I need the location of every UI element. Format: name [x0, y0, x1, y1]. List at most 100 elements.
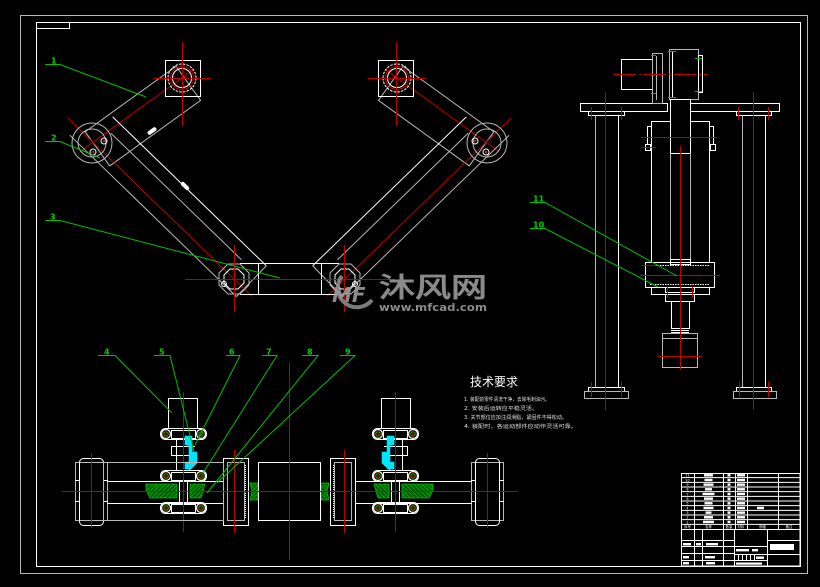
- parts-list-item-name: [702, 492, 715, 496]
- upper-link-centerline: [80, 68, 195, 152]
- column-bolt-centerlines: [591, 107, 769, 397]
- signature-grid: [681, 529, 734, 566]
- parts-list-item-material: [737, 511, 745, 514]
- watermark-logo: MF: [332, 274, 374, 310]
- parts-list-item-number: 7: [686, 492, 688, 496]
- balloon-label: 1: [51, 57, 57, 66]
- drawing-name-text: [770, 544, 794, 550]
- parts-list-item-material: [737, 506, 745, 510]
- signature-text: [683, 543, 691, 546]
- lower-link-end-cap: [236, 265, 267, 297]
- elbow-outer: [71, 122, 113, 164]
- lower-link-centerline: [67, 117, 253, 297]
- parts-list-item-material: [737, 492, 745, 496]
- bolt-icon: [195, 470, 207, 482]
- parts-list-item-name: [704, 478, 713, 482]
- parts-list-item-name: [704, 516, 713, 519]
- parts-list-item-material: [737, 497, 745, 500]
- bolt-icon: [160, 470, 172, 482]
- leader-line: [530, 228, 659, 288]
- top-view: [67, 41, 520, 313]
- balloon-11: 11: [530, 195, 678, 277]
- balloon-5: 5: [154, 348, 195, 453]
- lift-rod: [670, 153, 691, 262]
- leader-line: [98, 355, 173, 414]
- logo-swoosh-icon: [335, 274, 374, 310]
- leader-line: [45, 64, 147, 98]
- parts-list-item-number: 3: [686, 511, 688, 515]
- parts-list-item-qty: [727, 497, 731, 500]
- side-view: [580, 49, 780, 410]
- scale-text: [736, 549, 749, 552]
- signature-text: [706, 543, 718, 546]
- column-base-plate-left: [584, 391, 629, 399]
- balloon-1: 1: [45, 57, 147, 98]
- bolt-icon: [160, 502, 172, 514]
- cylinder-bracket-right: [709, 126, 714, 145]
- connecting-bar-outline: [240, 263, 339, 295]
- parts-list-item-qty: [727, 506, 731, 510]
- balloon-label: 11: [533, 195, 545, 204]
- tech-requirement-item: 2. 安装后运转应平稳灵活。: [464, 405, 538, 412]
- lower-link: [67, 116, 267, 298]
- gearbox-cover: [698, 55, 703, 93]
- lift-shaft: [670, 99, 691, 154]
- top-plate-left: [580, 103, 668, 112]
- parts-list-item-name: [704, 474, 713, 477]
- leader-line: [45, 141, 101, 159]
- parts-list-item-qty: [727, 488, 731, 491]
- signature-text: [683, 556, 689, 559]
- front-section-view: [62, 362, 518, 560]
- parts-list-item-material: [737, 516, 745, 519]
- parts-list-item-material: [737, 478, 745, 482]
- parts-list-header-cell: 序号: [684, 524, 691, 529]
- upper-link-body: [84, 65, 202, 167]
- parts-list-item-number: 4: [686, 506, 688, 510]
- parts-list-item-name: [704, 497, 713, 500]
- front-view-right-half: [289, 392, 504, 533]
- signature-text: [705, 556, 715, 559]
- parts-list-item-number: 2: [686, 516, 688, 520]
- logo-text: MF: [332, 283, 366, 307]
- parts-list-item-qty: [727, 520, 731, 524]
- lower-link-left-edge: [69, 134, 237, 298]
- parts-list-item-name: [705, 488, 712, 491]
- wrist-pivot-bolt: [221, 281, 227, 287]
- parts-list-item-qty: [727, 502, 731, 505]
- lift-cylinder-body: [651, 121, 710, 262]
- upper-link: [80, 65, 202, 167]
- leader-line: [216, 355, 357, 484]
- parts-list-item-name: [703, 506, 714, 510]
- leader-line: [530, 202, 678, 277]
- signature-text: [696, 543, 701, 546]
- parts-list-item-number: 9: [686, 483, 688, 487]
- motor-fastener-ticks: [651, 51, 702, 98]
- balloon-4: 4: [98, 348, 173, 414]
- parts-list-item-material: [737, 488, 745, 491]
- sheet-frame: [20, 15, 808, 574]
- parts-list-header-cell: 材料: [738, 524, 745, 529]
- parts-list-item-number: 6: [686, 497, 688, 501]
- title-grid: [734, 529, 800, 566]
- bolt-icon: [160, 428, 172, 440]
- leader-line: [194, 355, 241, 446]
- balloon-label: 10: [533, 221, 545, 230]
- parts-list-item-material: [737, 483, 745, 486]
- parts-list-columns: [694, 473, 779, 529]
- tech-requirement-item: 1. 装配前零件清洗干净，去除毛刺油污。: [464, 396, 550, 403]
- link-slot-mark: [147, 127, 157, 135]
- outer-border: [20, 15, 808, 574]
- parts-list-item-qty: [727, 511, 731, 514]
- parts-list-item-number: 10: [685, 478, 689, 482]
- parts-list-item-qty: [727, 492, 731, 496]
- parts-list-item-qty: [727, 478, 731, 482]
- balloon-label: 3: [50, 213, 56, 222]
- parts-list-item-material: [737, 474, 745, 477]
- scale-text: [752, 549, 758, 552]
- drive-coupling: [652, 53, 663, 104]
- leader-line: [202, 355, 278, 474]
- parts-list-item-qty: [727, 516, 731, 519]
- title-block: 1110987654321序号名称数量材料规格备注: [681, 473, 801, 567]
- parts-list-item-qty: [727, 474, 731, 477]
- balloon-9: 9: [216, 348, 357, 484]
